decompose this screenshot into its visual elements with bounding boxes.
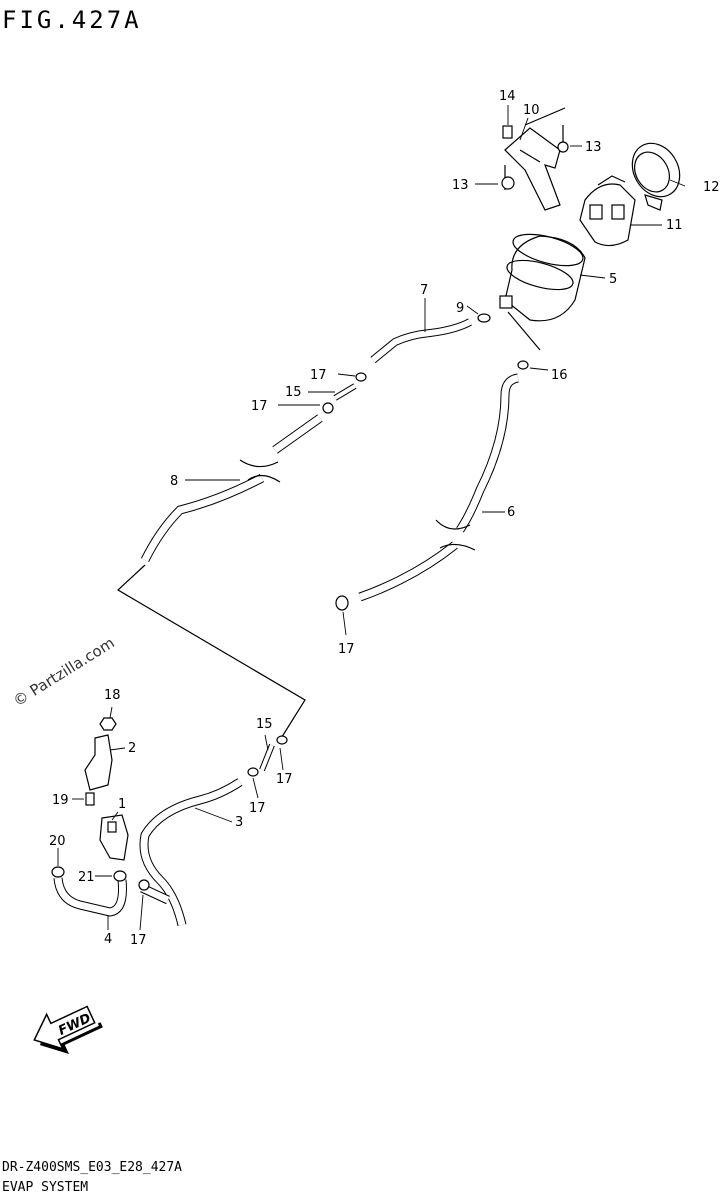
canister-holder-11 <box>579 175 636 247</box>
clamp-17-lower-a <box>276 735 288 745</box>
callout-17-upper: 17 <box>310 368 327 383</box>
callout-9: 9 <box>456 301 464 316</box>
clamp-17-lower-b <box>247 767 259 777</box>
callout-7: 7 <box>420 283 428 298</box>
hose-7 <box>370 318 472 364</box>
connection-line <box>117 564 306 741</box>
callout-2: 2 <box>128 741 136 756</box>
bracket-2 <box>84 734 113 791</box>
callout-3: 3 <box>235 815 243 830</box>
callout-13-left: 13 <box>452 178 469 193</box>
callout-6: 6 <box>507 505 515 520</box>
fwd-arrow-icon: FWD <box>33 1005 103 1054</box>
callout-17-mid: 17 <box>251 399 268 414</box>
callout-17-lower-a: 17 <box>276 772 293 787</box>
clamp-9 <box>477 313 491 323</box>
callout-11: 11 <box>666 218 683 233</box>
callout-5: 5 <box>609 272 617 287</box>
nut-18 <box>99 717 117 731</box>
callout-19: 19 <box>52 793 69 808</box>
callout-17-bottom: 17 <box>130 933 147 948</box>
joint-15-lower <box>259 743 275 772</box>
clamp-17-mid <box>322 402 334 414</box>
callout-1: 1 <box>118 797 126 812</box>
callout-20: 20 <box>49 834 66 849</box>
clamp-17-hose6 <box>335 595 349 611</box>
clamp-20 <box>51 866 65 878</box>
hose-8 <box>140 414 323 563</box>
bolt-19 <box>85 792 95 806</box>
connection-line-10 <box>524 107 566 126</box>
callout-14: 14 <box>499 89 516 104</box>
callout-17-lower-b: 17 <box>249 801 266 816</box>
clamp-17-upper <box>355 372 367 382</box>
callout-labels: 1 2 3 4 5 6 7 8 9 10 11 12 13 13 14 15 1… <box>49 89 720 948</box>
canister-bracket <box>504 127 561 211</box>
canister-5 <box>499 233 586 322</box>
callout-18: 18 <box>104 688 121 703</box>
figure-title: FIG.427A <box>2 6 142 34</box>
bolt-13-left <box>501 165 515 190</box>
callout-10: 10 <box>523 103 540 118</box>
valve-1 <box>99 814 129 861</box>
canister-cap-12 <box>631 142 681 211</box>
bolt-14 <box>502 125 513 139</box>
clamp-21 <box>113 870 127 882</box>
callout-4: 4 <box>104 932 112 947</box>
bolt-13-right <box>557 125 569 153</box>
callout-12: 12 <box>703 180 720 195</box>
clamp-16 <box>517 360 529 370</box>
callout-15-upper: 15 <box>285 385 302 400</box>
footer-code: DR-Z400SMS_E03_E28_427A <box>2 1160 183 1175</box>
callout-15-lower: 15 <box>256 717 273 732</box>
hose-3 <box>139 778 243 927</box>
footer-name: EVAP SYSTEM <box>2 1180 89 1195</box>
callout-17-hose6: 17 <box>338 642 355 657</box>
hose-4 <box>53 877 127 917</box>
leader-lines <box>57 105 686 931</box>
joint-15-upper <box>333 383 357 401</box>
callout-21: 21 <box>78 870 95 885</box>
hose-6 <box>358 373 519 602</box>
connection-line-16 <box>507 311 541 351</box>
callout-16: 16 <box>551 368 568 383</box>
callout-8: 8 <box>170 474 178 489</box>
callout-13-right: 13 <box>585 140 602 155</box>
clamp-17-bottom <box>138 879 150 891</box>
